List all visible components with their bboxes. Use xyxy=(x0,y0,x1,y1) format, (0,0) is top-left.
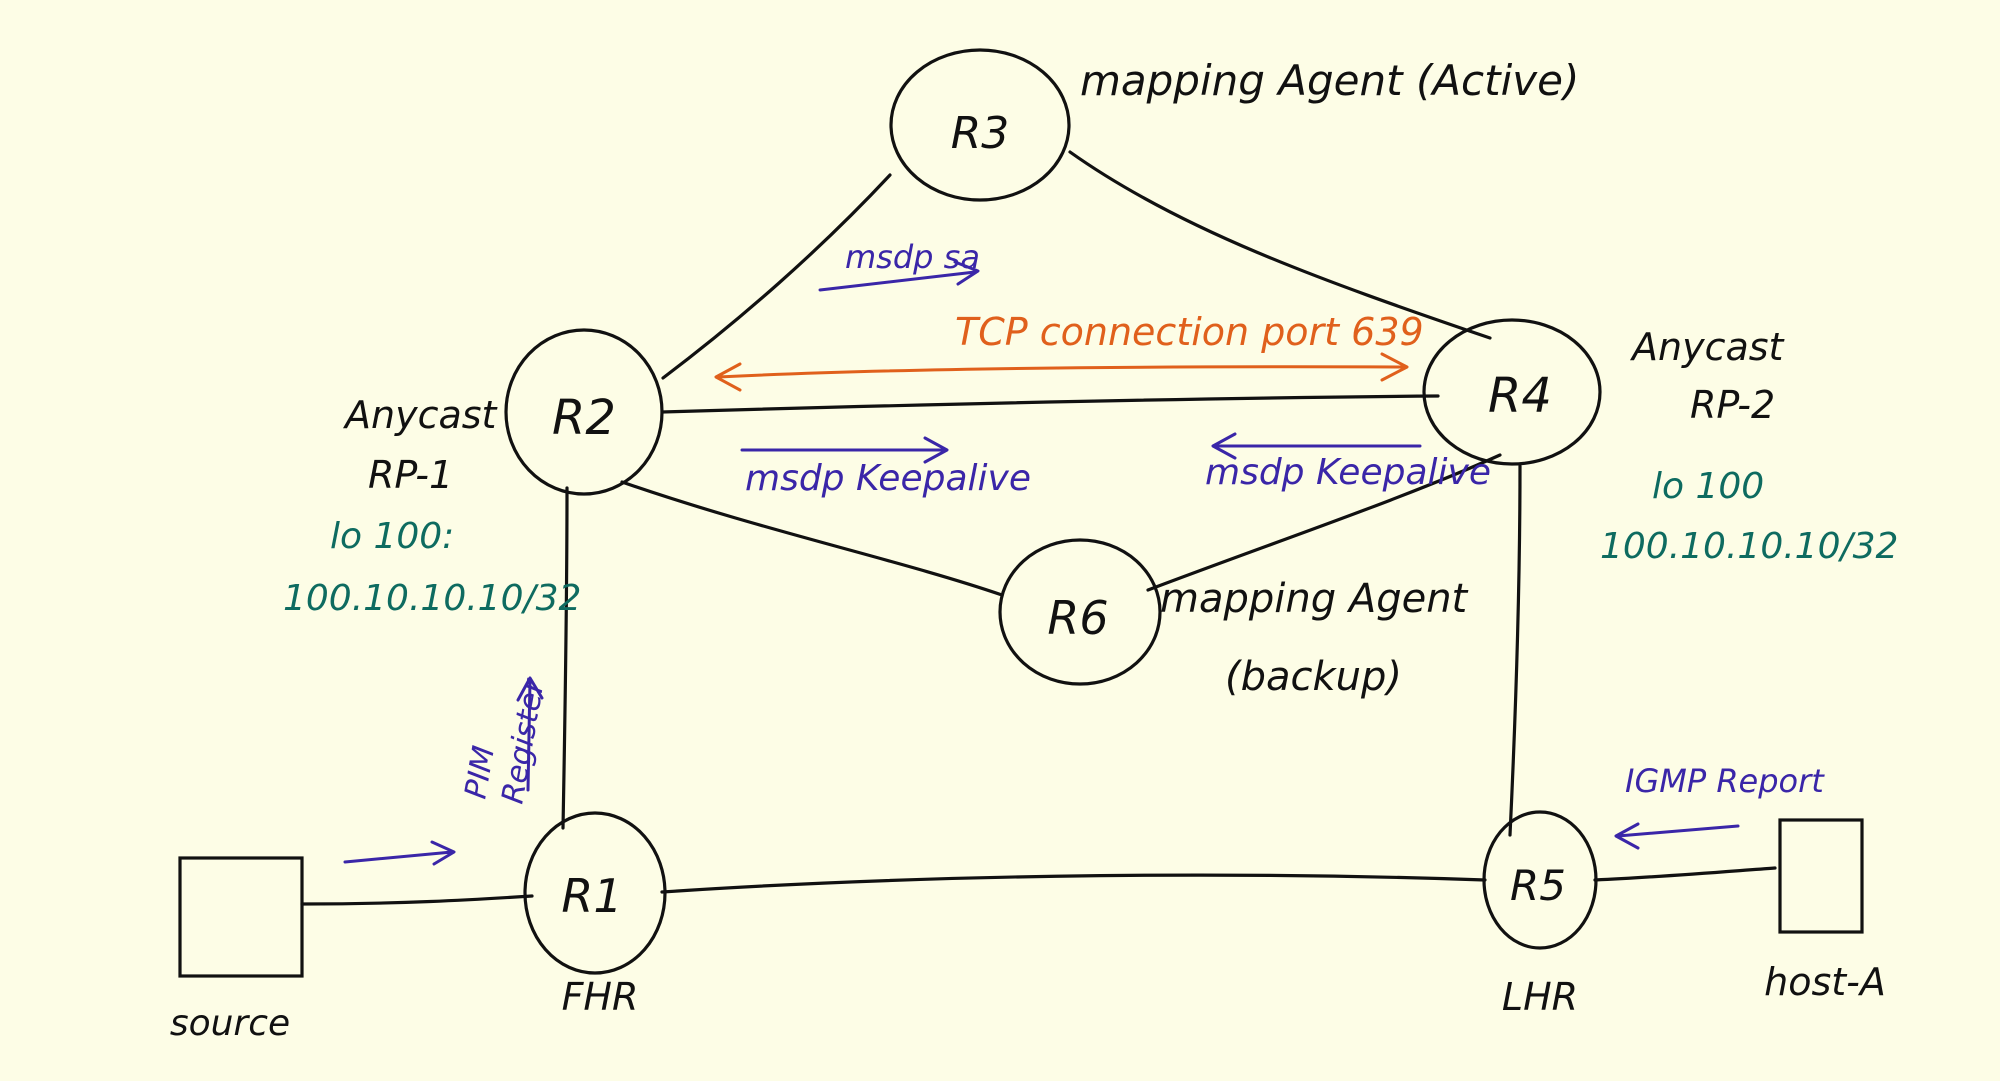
msdp-keepalive-left-arrow xyxy=(740,436,949,464)
link-r6-r4 xyxy=(1146,453,1502,592)
igmp-report-annotation: IGMP Report xyxy=(1614,762,1825,850)
igmp-report-label: IGMP Report xyxy=(1625,762,1825,800)
router-r3[interactable]: R3 xyxy=(889,48,1071,202)
router-r2[interactable]: R2 xyxy=(504,328,664,496)
links xyxy=(300,150,1777,906)
fhr-label: FHR xyxy=(562,975,639,1019)
link-r4-r5 xyxy=(1508,464,1522,837)
r3-role-label: mapping Agent (Active) xyxy=(1080,56,1579,105)
link-r2-r1 xyxy=(561,486,569,830)
tcp-connection-annotation: TCP connection port 639 xyxy=(714,310,1424,392)
lhr-label: LHR xyxy=(1502,975,1578,1019)
router-r4[interactable]: R4 xyxy=(1422,318,1602,466)
tcp-connection-arrow xyxy=(714,352,1409,392)
pim-register-line2: Register xyxy=(495,676,551,807)
r4-role-line2: RP-2 xyxy=(1690,383,1775,427)
router-r3-label: R3 xyxy=(951,108,1010,159)
msdp-keepalive-right-label: msdp Keepalive xyxy=(1205,452,1491,493)
r4-loopback-line2: 100.10.10.10/32 xyxy=(1600,526,1898,567)
msdp-keepalive-left-annotation: msdp Keepalive xyxy=(740,436,1031,499)
r2-role-line1: Anycast xyxy=(342,393,499,437)
r6-role-line1: mapping Agent xyxy=(1160,576,1469,622)
router-r6-label: R6 xyxy=(1047,591,1108,645)
link-r2-r3 xyxy=(661,173,892,380)
router-r1[interactable]: R1 xyxy=(523,811,667,975)
r6-role-line2: (backup) xyxy=(1225,654,1402,700)
msdp-sa-arrow xyxy=(818,260,980,292)
msdp-keepalive-right-annotation: msdp Keepalive xyxy=(1205,432,1491,493)
router-r5-label: R5 xyxy=(1510,861,1566,910)
routers: R3 R2 R4 R6 R1 R5 xyxy=(504,48,1602,975)
msdp-sa-label: msdp sa xyxy=(845,238,980,276)
router-r6[interactable]: R6 xyxy=(998,538,1162,686)
source-traffic-arrow xyxy=(343,840,456,866)
link-r3-r4 xyxy=(1068,150,1492,340)
r2-role-line2: RP-1 xyxy=(368,453,453,497)
source-label: source xyxy=(170,1003,290,1044)
source-host[interactable]: source xyxy=(170,856,304,1044)
router-r1-label: R1 xyxy=(561,869,622,923)
r2-loopback-line2: 100.10.10.10/32 xyxy=(283,578,581,619)
msdp-keepalive-right-arrow xyxy=(1211,432,1422,460)
igmp-report-arrow xyxy=(1614,822,1740,850)
pim-register-arrow xyxy=(516,676,544,792)
router-r2-label: R2 xyxy=(552,390,616,446)
r4-loopback-line1: lo 100 xyxy=(1652,466,1764,507)
link-r2-r6 xyxy=(620,480,1004,597)
r4-role-line1: Anycast xyxy=(1629,325,1786,369)
link-r2-r4 xyxy=(660,394,1440,414)
pim-register-annotation: PIM Register xyxy=(458,676,551,807)
link-r1-r5 xyxy=(660,873,1487,894)
r2-loopback-line1: lo 100: xyxy=(330,516,454,557)
router-r5[interactable]: R5 xyxy=(1482,810,1598,950)
source-box xyxy=(178,856,304,978)
link-r5-host xyxy=(1593,866,1777,882)
router-r4-label: R4 xyxy=(1488,368,1552,424)
host-a[interactable]: host-A xyxy=(1764,818,1886,1004)
host-a-label: host-A xyxy=(1764,960,1886,1004)
pim-register-line1: PIM xyxy=(458,743,502,801)
link-source-r1 xyxy=(300,894,534,906)
host-a-box xyxy=(1778,818,1864,934)
msdp-sa-annotation: msdp sa xyxy=(818,238,980,292)
msdp-keepalive-left-label: msdp Keepalive xyxy=(745,458,1031,499)
tcp-connection-label: TCP connection port 639 xyxy=(955,310,1424,354)
